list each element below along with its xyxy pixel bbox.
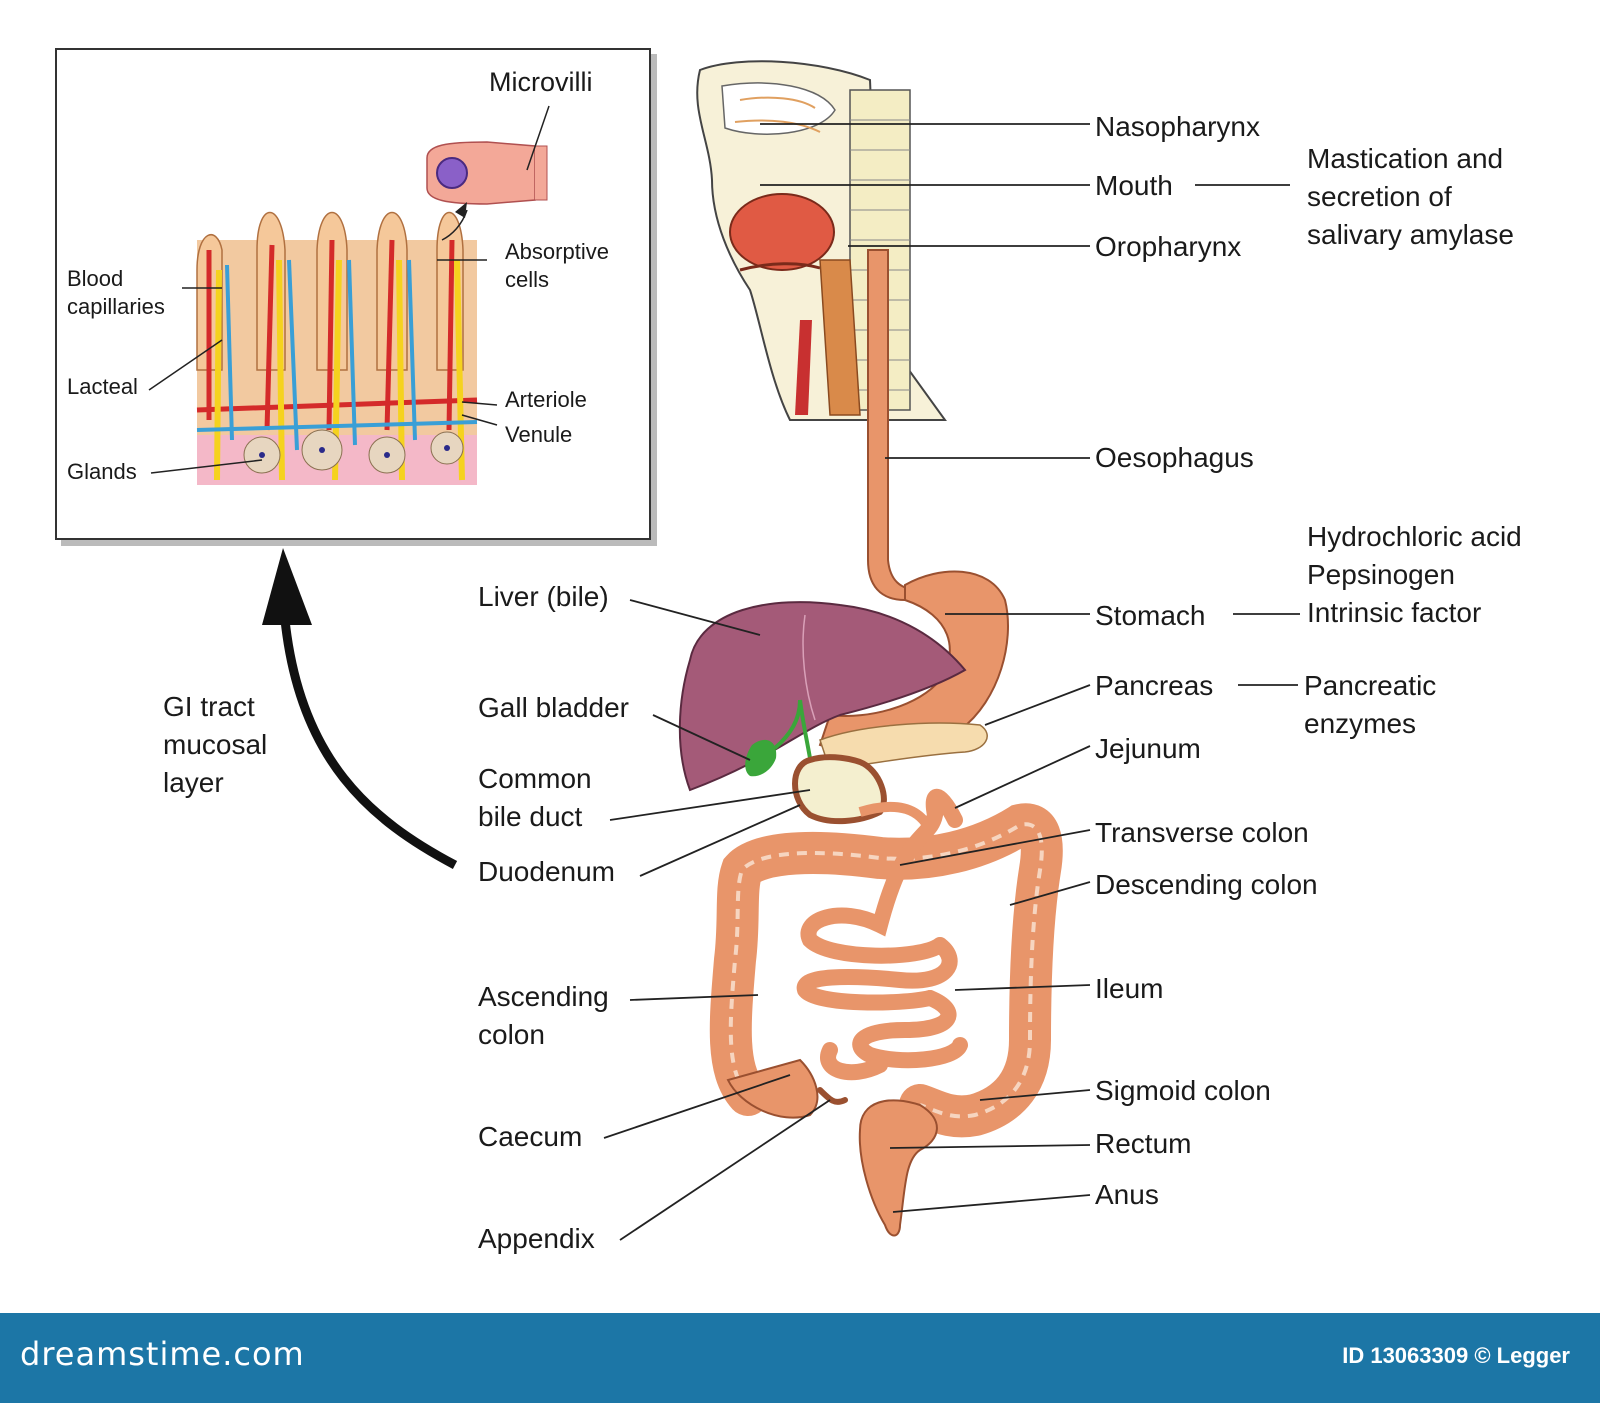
- label-mouth: Mouth: [1095, 170, 1173, 201]
- note-pancreas: Pancreatic enzymes: [1304, 670, 1437, 739]
- caecum: [726, 1058, 819, 1119]
- label-sigmoid-colon: Sigmoid colon: [1095, 1075, 1271, 1106]
- label-gall-bladder: Gall bladder: [478, 692, 629, 723]
- rectum: [858, 1099, 938, 1237]
- label-caecum: Caecum: [478, 1121, 583, 1152]
- label-lacteal: Lacteal: [67, 374, 138, 399]
- label-oropharynx: Oropharynx: [1095, 231, 1242, 262]
- label-glands: Glands: [67, 459, 137, 484]
- note-mouth: Mastication and secretion of salivary am…: [1307, 143, 1514, 250]
- head-region: [696, 60, 947, 421]
- label-jejunum: Jejunum: [1095, 733, 1201, 764]
- liver: [678, 601, 967, 792]
- label-rectum: Rectum: [1095, 1128, 1192, 1159]
- label-liver: Liver (bile): [478, 581, 609, 612]
- label-ileum: Ileum: [1095, 973, 1164, 1004]
- label-descending-colon: Descending colon: [1095, 869, 1318, 900]
- small-intestine: [796, 788, 968, 1081]
- label-anus: Anus: [1095, 1179, 1159, 1210]
- label-venule: Venule: [505, 422, 573, 447]
- image-id: ID 13063309 © Legger: [1342, 1343, 1570, 1368]
- mucosa-inset: Microvilli Absorptive cells Blood capill…: [55, 48, 651, 540]
- pancreas: [819, 722, 988, 771]
- label-nasopharynx: Nasopharynx: [1095, 111, 1260, 142]
- label-ascending-colon: Ascending colon: [478, 981, 609, 1050]
- note-stomach: Hydrochloric acid Pepsinogen Intrinsic f…: [1307, 521, 1522, 628]
- villi-illustration: [148, 105, 550, 485]
- label-absorptive-cells: Absorptive cells: [505, 239, 609, 292]
- label-microvilli: Microvilli: [489, 67, 593, 97]
- label-oesophagus: Oesophagus: [1095, 442, 1254, 473]
- label-transverse-colon: Transverse colon: [1095, 817, 1309, 848]
- label-blood-capillaries: Blood capillaries: [67, 266, 165, 319]
- label-stomach: Stomach: [1095, 600, 1206, 631]
- leader-lines: [603, 123, 1300, 1241]
- label-pancreas: Pancreas: [1095, 670, 1214, 701]
- label-gi-tract: GI tract mucosal layer: [163, 691, 268, 798]
- appendix: [817, 1087, 848, 1105]
- footer-bar: dreamstime.com ID 13063309 © Legger: [0, 1313, 1600, 1403]
- label-common-bile-duct: Common bile duct: [478, 763, 592, 832]
- label-appendix: Appendix: [478, 1223, 595, 1254]
- gall-bladder: [745, 739, 777, 777]
- label-arteriole: Arteriole: [505, 387, 587, 412]
- arrow-icon: [280, 619, 458, 869]
- site-logo: dreamstime.com: [20, 1335, 305, 1373]
- label-duodenum: Duodenum: [478, 856, 615, 887]
